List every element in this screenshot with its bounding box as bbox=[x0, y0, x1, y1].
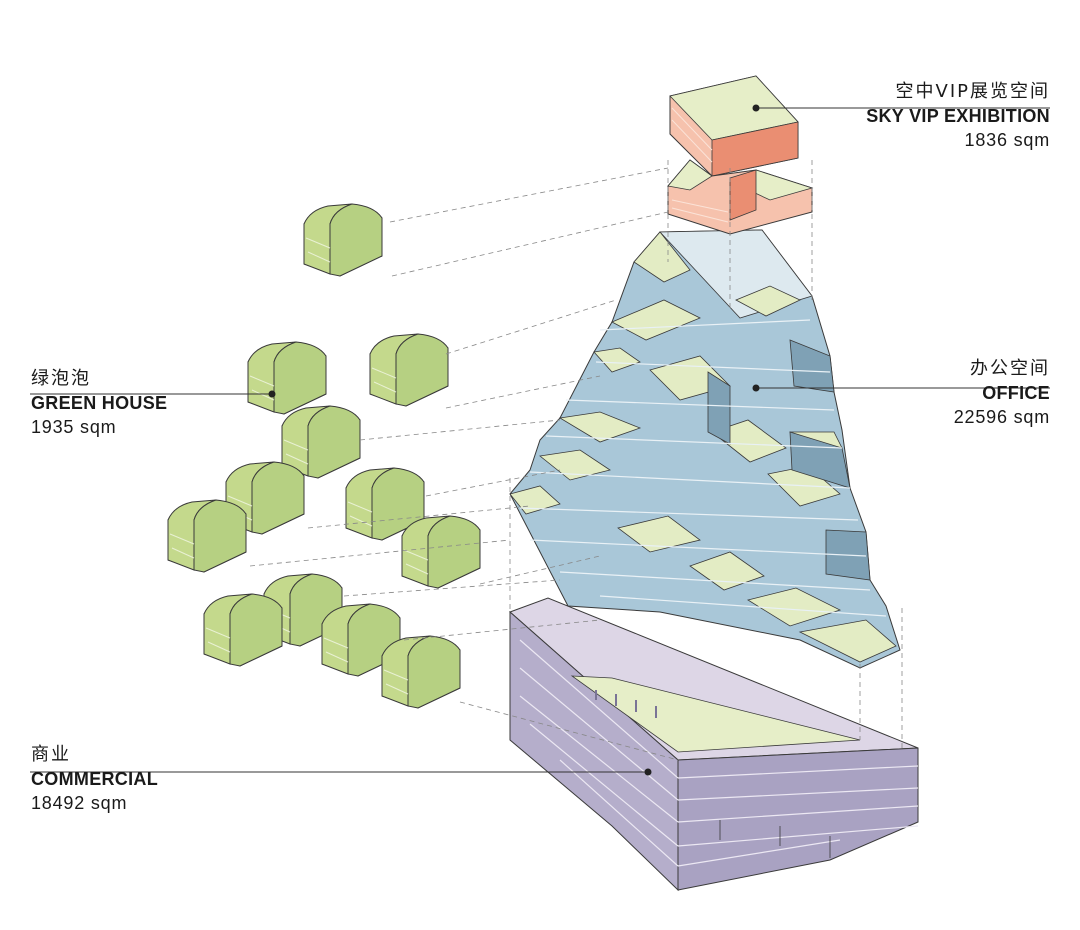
green-house-area: 1935 sqm bbox=[31, 415, 167, 439]
office-label: 办公空间 OFFICE 22596 sqm bbox=[954, 357, 1050, 429]
commercial-en-label: COMMERCIAL bbox=[31, 767, 158, 791]
commercial-label: 商业 COMMERCIAL 18492 sqm bbox=[31, 743, 158, 815]
green-house-cn-label: 绿泡泡 bbox=[31, 367, 167, 391]
green-house-pods bbox=[168, 204, 480, 708]
office-en-label: OFFICE bbox=[954, 381, 1050, 405]
green-house-en-label: GREEN HOUSE bbox=[31, 391, 167, 415]
sky-vip-cn-label: 空中VIP展览空间 bbox=[866, 80, 1050, 104]
green-house-label: 绿泡泡 GREEN HOUSE 1935 sqm bbox=[31, 367, 167, 439]
sky-vip-en-label: SKY VIP EXHIBITION bbox=[866, 104, 1050, 128]
office-block bbox=[510, 230, 900, 668]
sky-vip-block bbox=[668, 76, 812, 234]
office-cn-label: 办公空间 bbox=[954, 357, 1050, 381]
commercial-cn-label: 商业 bbox=[31, 743, 158, 767]
commercial-area: 18492 sqm bbox=[31, 791, 158, 815]
sky-vip-area: 1836 sqm bbox=[866, 128, 1050, 152]
sky-vip-label: 空中VIP展览空间 SKY VIP EXHIBITION 1836 sqm bbox=[866, 80, 1050, 152]
office-area: 22596 sqm bbox=[954, 405, 1050, 429]
